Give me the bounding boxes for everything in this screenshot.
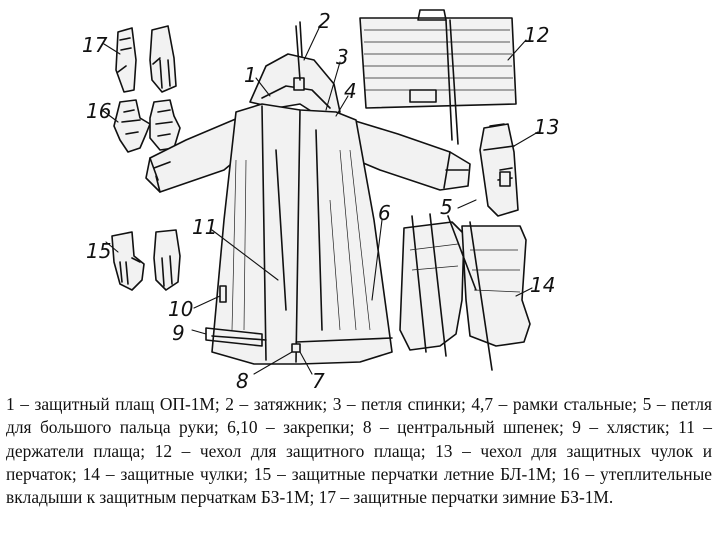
callout-6: 6 [378, 201, 391, 225]
callout-9: 9 [172, 321, 185, 345]
summer-gloves-drawing [111, 229, 181, 291]
callout-3: 3 [336, 45, 349, 69]
leader-lines [101, 25, 539, 375]
callout-1: 1 [244, 63, 257, 87]
callout-12: 12 [524, 23, 549, 47]
callout-11: 11 [192, 215, 217, 239]
protective-cloak-drawing [145, 21, 471, 365]
callout-7: 7 [312, 369, 325, 393]
callout-13: 13 [534, 115, 559, 139]
callout-15: 15 [86, 239, 111, 263]
protective-stockings-drawing [399, 213, 531, 371]
figure-caption: 1 – защитный плащ ОП-1М; 2 – затяжник; 3… [6, 394, 712, 508]
callout-17: 17 [82, 33, 108, 57]
callout-14: 14 [530, 273, 555, 297]
cloak-cover-drawing [359, 9, 517, 145]
callout-labels: 1 2 3 4 5 6 7 8 9 10 11 12 13 14 15 16 1… [82, 9, 559, 393]
callout-8: 8 [236, 369, 249, 393]
stockings-cover-drawing [479, 123, 519, 217]
callout-5: 5 [440, 195, 453, 219]
winter-gloves-drawing [115, 25, 177, 93]
glove-liners-drawing [113, 99, 181, 153]
callout-10: 10 [168, 297, 193, 321]
equipment-illustration: 1 2 3 4 5 6 7 8 9 10 11 12 13 14 15 16 1… [82, 9, 559, 393]
callout-4: 4 [344, 79, 357, 103]
callout-16: 16 [86, 99, 111, 123]
callout-2: 2 [318, 9, 331, 33]
